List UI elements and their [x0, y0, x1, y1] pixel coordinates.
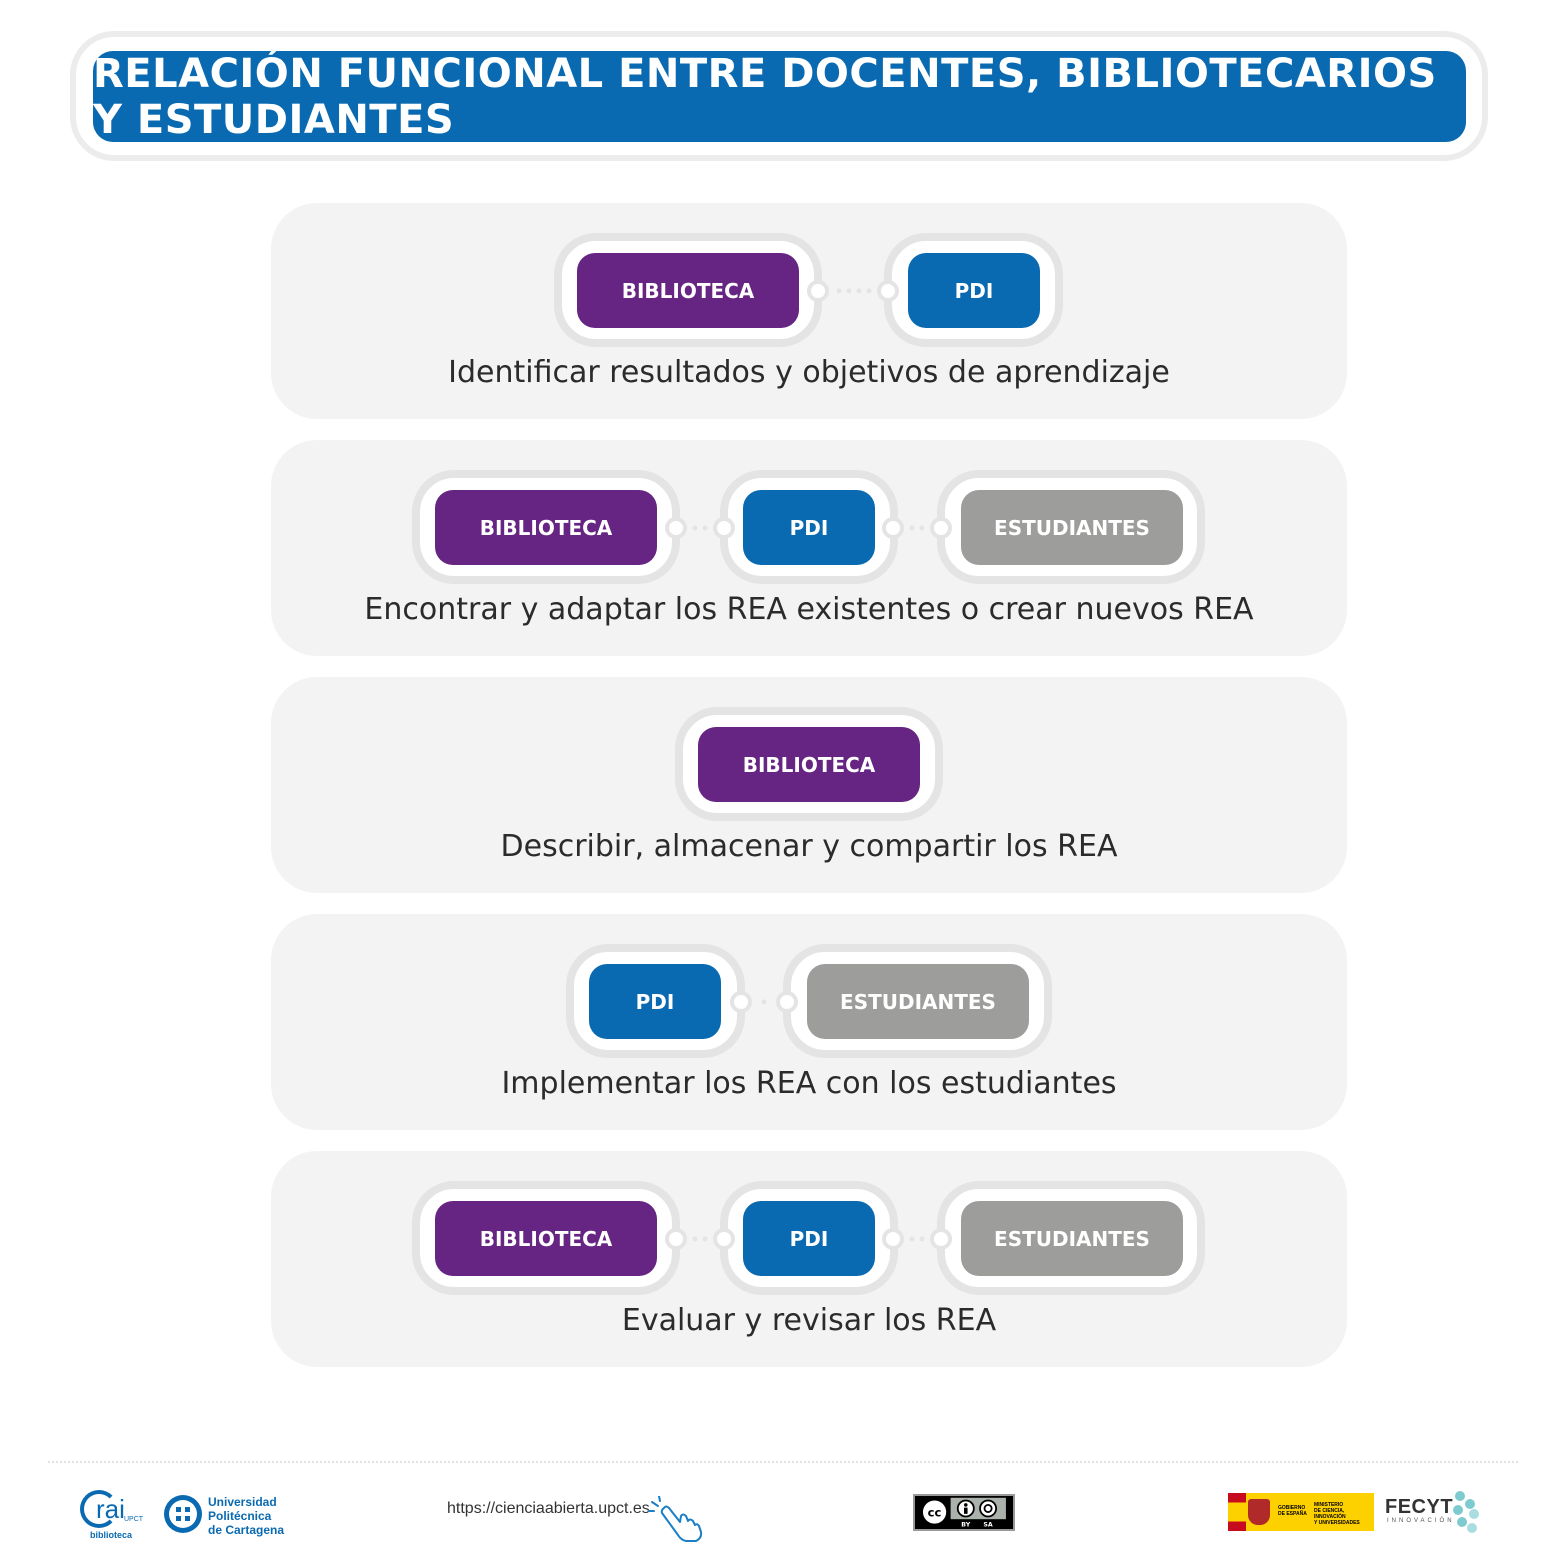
page-title: RELACIÓN FUNCIONAL ENTRE DOCENTES, BIBLI… [93, 51, 1466, 143]
row-caption: Implementar los REA con los estudiantes [501, 1066, 1117, 1101]
ministry-label: MINISTERIO DE CIENCIA, INNOVACIÓN Y UNIV… [1314, 1502, 1374, 1526]
row-caption: Evaluar y revisar los REA [621, 1303, 997, 1338]
gov-line: DE ESPAÑA [1278, 1511, 1307, 1517]
upct-line: Universidad [208, 1495, 277, 1509]
pdi-badge: PDI [743, 490, 875, 565]
dotted-connector [882, 517, 952, 539]
svg-text:cc: cc [928, 1506, 942, 1520]
upct-line: Politécnica [208, 1509, 272, 1523]
estudiantes-badge: ESTUDIANTES [961, 490, 1183, 565]
dotted-connector [882, 1228, 952, 1250]
gov-line: GOBIERNO [1278, 1505, 1306, 1511]
relation-row-3: BIBLIOTECA Describir, almacenar y compar… [271, 677, 1347, 893]
fecyt-sub: INNOVACIÓN [1387, 1518, 1455, 1524]
biblioteca-badge: BIBLIOTECA [435, 490, 657, 565]
biblioteca-badge: BIBLIOTECA [577, 253, 799, 328]
gov-label: GOBIERNO DE ESPAÑA [1278, 1505, 1307, 1517]
gov-line: DE CIENCIA, INNOVACIÓN [1314, 1508, 1346, 1520]
relation-row-5: BIBLIOTECA PDI ESTUDIANTES Evaluar y rev… [271, 1151, 1347, 1367]
row-caption: Identificar resultados y objetivos de ap… [448, 355, 1170, 390]
relation-row-4: PDI ESTUDIANTES Implementar los REA con … [271, 914, 1347, 1130]
crai-logo: rai UPCT biblioteca [80, 1490, 144, 1542]
crai-mark: rai [96, 1494, 125, 1524]
biblioteca-badge: BIBLIOTECA [698, 727, 920, 802]
upct-line: de Cartagena [208, 1523, 285, 1537]
estudiantes-badge: ESTUDIANTES [961, 1201, 1183, 1276]
upct-seal-icon [164, 1495, 202, 1533]
row-caption: Describir, almacenar y compartir los REA [500, 829, 1118, 864]
spain-shield-icon [1248, 1499, 1270, 1525]
relation-row-1: BIBLIOTECA PDI Identificar resultados y … [271, 203, 1347, 419]
crai-c-icon [80, 1490, 118, 1528]
crai-sub: biblioteca [90, 1530, 133, 1540]
dotted-connector [665, 517, 735, 539]
spain-flag-icon [1228, 1493, 1246, 1531]
fecyt-dots-icon [1453, 1491, 1479, 1533]
pdi-badge: PDI [589, 964, 721, 1039]
cc-by-sa-license-icon: cc BY SA [913, 1494, 1015, 1531]
crai-tag: UPCT [124, 1516, 144, 1523]
footer-divider [48, 1461, 1518, 1463]
pointing-hand-icon [648, 1496, 703, 1542]
dotted-connector [665, 1228, 735, 1250]
dotted-connector [730, 991, 798, 1013]
fecyt-logo: FECYT [1385, 1496, 1454, 1518]
estudiantes-badge: ESTUDIANTES [807, 964, 1029, 1039]
row-caption: Encontrar y adaptar los REA existentes o… [364, 592, 1254, 627]
relation-row-2: BIBLIOTECA PDI ESTUDIANTES Encontrar y a… [271, 440, 1347, 656]
site-url-link[interactable]: https://cienciaabierta.upct.es [447, 1500, 650, 1517]
gov-line: Y UNIVERSIDADES [1314, 1520, 1360, 1526]
cc-by-label: BY [961, 1521, 970, 1528]
cc-sa-label: SA [983, 1521, 992, 1528]
dotted-connector [807, 280, 899, 302]
pdi-badge: PDI [908, 253, 1040, 328]
gov-line: MINISTERIO [1314, 1502, 1344, 1508]
biblioteca-badge: BIBLIOTECA [435, 1201, 657, 1276]
upct-name: Universidad Politécnica de Cartagena [208, 1495, 284, 1537]
gobierno-espana-logo: GOBIERNO DE ESPAÑA MINISTERIO DE CIENCIA… [1228, 1493, 1374, 1531]
pdi-badge: PDI [743, 1201, 875, 1276]
